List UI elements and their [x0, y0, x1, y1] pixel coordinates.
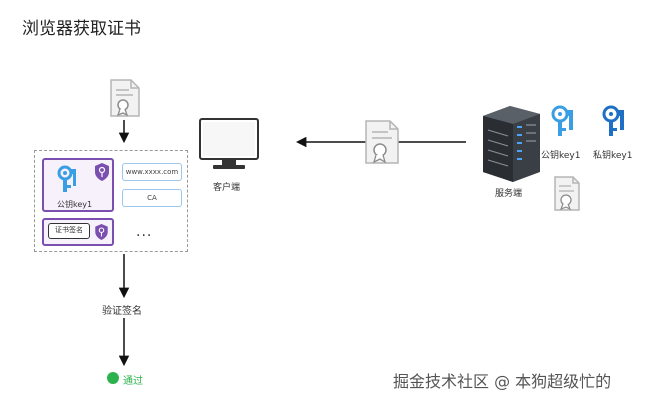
signature-shield-key-icon	[95, 224, 108, 240]
cert-issuer-field: CA	[122, 189, 182, 207]
certificate-contents-box	[34, 150, 188, 252]
server-tower-icon	[483, 106, 540, 182]
page-title: 浏览器获取证书	[22, 19, 141, 39]
client-monitor-icon	[199, 118, 259, 169]
server-public-key-label: 公钥key1	[541, 151, 581, 161]
server-private-key-icon	[602, 105, 624, 136]
cert-shield-key-icon	[95, 163, 109, 181]
pass-label: 通过	[123, 376, 143, 387]
server-private-key-label: 私钥key1	[593, 151, 633, 161]
cert-public-key-icon	[57, 165, 76, 192]
verify-signature-label: 验证签名	[102, 306, 142, 317]
cert-public-key-label: 公钥key1	[57, 200, 93, 209]
certificate-document-icon	[110, 79, 140, 117]
watermark: 掘金技术社区 @ 本狗超级忙的	[393, 372, 612, 391]
cert-signature-label: 证书签名	[48, 223, 90, 239]
certificate-transfer-document-icon	[365, 120, 399, 164]
client-label: 客户端	[213, 183, 241, 193]
cert-more-ellipsis: ...	[136, 224, 153, 240]
server-public-key-icon	[551, 105, 573, 136]
server-certificate-document-icon	[554, 176, 580, 211]
pass-status-dot	[107, 372, 119, 384]
server-label: 服务端	[495, 189, 523, 199]
cert-domain-field: www.xxxx.com	[122, 163, 182, 181]
